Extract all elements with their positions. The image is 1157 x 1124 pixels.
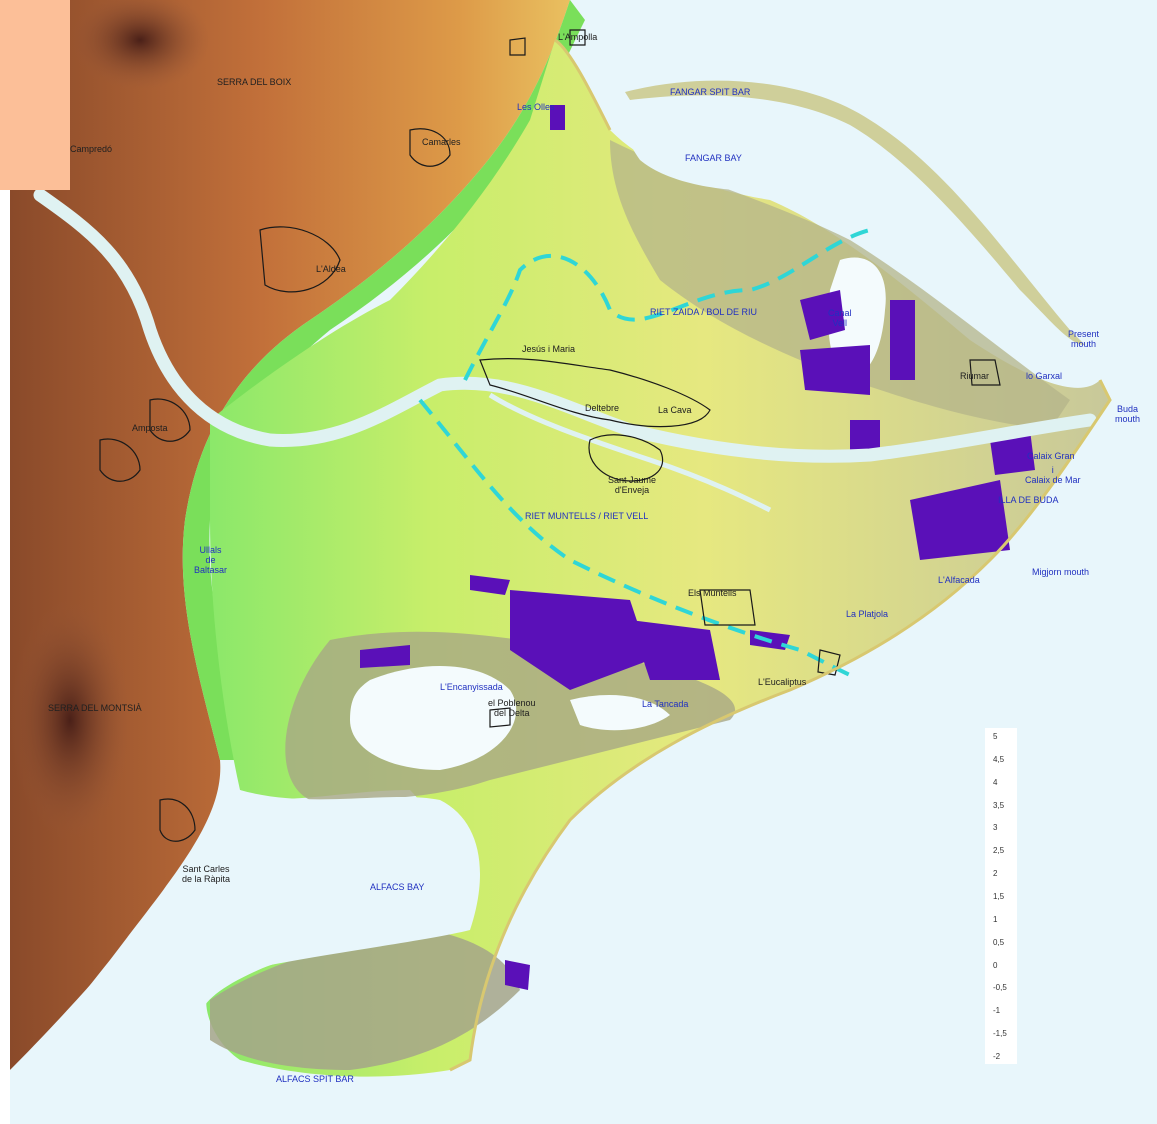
label-laldea: L'Aldea — [316, 264, 346, 274]
label-la-cava: La Cava — [658, 405, 692, 415]
legend-tick-label: 3 — [993, 823, 998, 833]
label-campredo: Campredó — [70, 144, 113, 154]
corner-overlay-box — [0, 0, 70, 190]
label-riet-muntells: RIET MUNTELLS / RIET VELL — [525, 511, 649, 521]
label-serra-del-boix: SERRA DEL BOIX — [217, 77, 292, 87]
label-buda-mouth: Buda mouth — [1115, 404, 1141, 424]
coastal-fringe — [182, 0, 586, 760]
label-fangar-spit-bar: FANGAR SPIT BAR — [670, 87, 751, 97]
label-serra-del-montsia: SERRA DEL MONTSIÀ — [48, 703, 142, 713]
label-leucaliptus: L'Eucaliptus — [758, 677, 807, 687]
delta-coastline — [449, 38, 1112, 1072]
label-canal-vell: Canal Vell — [828, 308, 852, 328]
legend-tick-label: 0,5 — [993, 937, 1005, 947]
alfacs-spit-lowland — [210, 930, 520, 1070]
label-migjorn-mouth: Migjorn mouth — [1032, 567, 1090, 577]
label-lo-garxal: lo Garxal — [1026, 371, 1063, 381]
label-present-mouth: Present mouth — [1068, 329, 1100, 349]
ebro-river-branch — [488, 392, 772, 513]
label-la-tancada: La Tancada — [642, 699, 689, 709]
label-lalfacada: L'Alfacada — [938, 575, 980, 585]
label-fangar-bay: FANGAR BAY — [685, 153, 742, 163]
label-els-muntells: Els Muntells — [688, 588, 737, 598]
legend-tick-label: 1,5 — [993, 892, 1005, 901]
ebro-river — [33, 188, 1097, 463]
map-base — [10, 0, 1112, 1093]
label-ullals-de-baltasar: Ullals de Baltasar — [194, 545, 228, 575]
label-lencanyissada: L'Encanyissada — [440, 682, 503, 692]
label-lampolla: L'Ampolla — [558, 32, 598, 42]
label-jesus-i-maria: Jesús i Maria — [522, 344, 576, 354]
boix-peak — [70, 0, 210, 90]
label-sant-jaume: Sant Jaume d'Enveja — [608, 475, 657, 495]
elevation-legend: 5 4,5 4 3,5 3 2,5 2 1,5 1 0,5 0 -0,5 -1 -1,5 -2 — [985, 728, 1017, 1064]
legend-tick-label: 3,5 — [993, 800, 1005, 810]
label-illa-de-buda: ILLA DE BUDA — [998, 495, 1059, 505]
label-la-platjola: La Platjola — [846, 609, 889, 619]
legend-tick-label: 4,5 — [993, 754, 1005, 764]
legend-tick-label: 0 — [993, 960, 998, 970]
riet-muntells-old-channel — [418, 398, 851, 677]
ebro-delta-elevation-map: L'Ampolla SERRA DEL BOIX FANGAR SPIT BAR… — [10, 0, 1157, 1124]
label-riet-zaida: RIET ZAIDA / BOL DE RIU — [650, 307, 758, 317]
legend-tick-label: 5 — [993, 732, 998, 741]
riet-zaida-old-channel — [463, 228, 871, 381]
label-sant-carles: Sant Carles de la Ràpita — [182, 864, 231, 884]
label-les-olles: Les Olles — [517, 102, 555, 112]
legend-tick-label: -0,5 — [993, 983, 1007, 993]
label-riumar: Riumar — [960, 371, 990, 381]
label-calaix-de-mar: i Calaix de Mar — [1025, 465, 1081, 485]
tancada-lagoon — [570, 695, 670, 731]
rice-paddy-depressions — [360, 105, 1035, 990]
legend-tick-label: 4 — [993, 777, 998, 787]
label-camarles: Camarles — [422, 137, 461, 147]
legend-tick-label: 2,5 — [993, 846, 1005, 856]
mainland — [10, 0, 570, 1070]
legend-tick-label: -1,5 — [993, 1029, 1007, 1039]
alfacs-bay — [10, 790, 480, 1093]
legend-tick-label: -1 — [993, 1006, 1001, 1016]
montsia-peak — [10, 600, 130, 840]
legend-tick-label: 2 — [993, 869, 998, 879]
fangar-bay — [624, 97, 840, 192]
legend-tick-label: 1 — [993, 914, 998, 924]
label-poblenou-del-delta: el Poblenou del Delta — [488, 698, 536, 718]
label-deltebre: Deltebre — [585, 403, 620, 413]
label-amposta: Amposta — [132, 423, 168, 433]
legend-tick-label: -2 — [993, 1052, 1001, 1061]
encanyissada-lagoon — [350, 666, 517, 770]
urban-area-outlines — [99, 29, 1001, 842]
label-calaix-gran: Calaix Gran — [1027, 451, 1075, 461]
label-alfacs-bay: ALFACS BAY — [370, 882, 425, 892]
label-alfacs-spit-bar: ALFACS SPIT BAR — [276, 1074, 354, 1084]
